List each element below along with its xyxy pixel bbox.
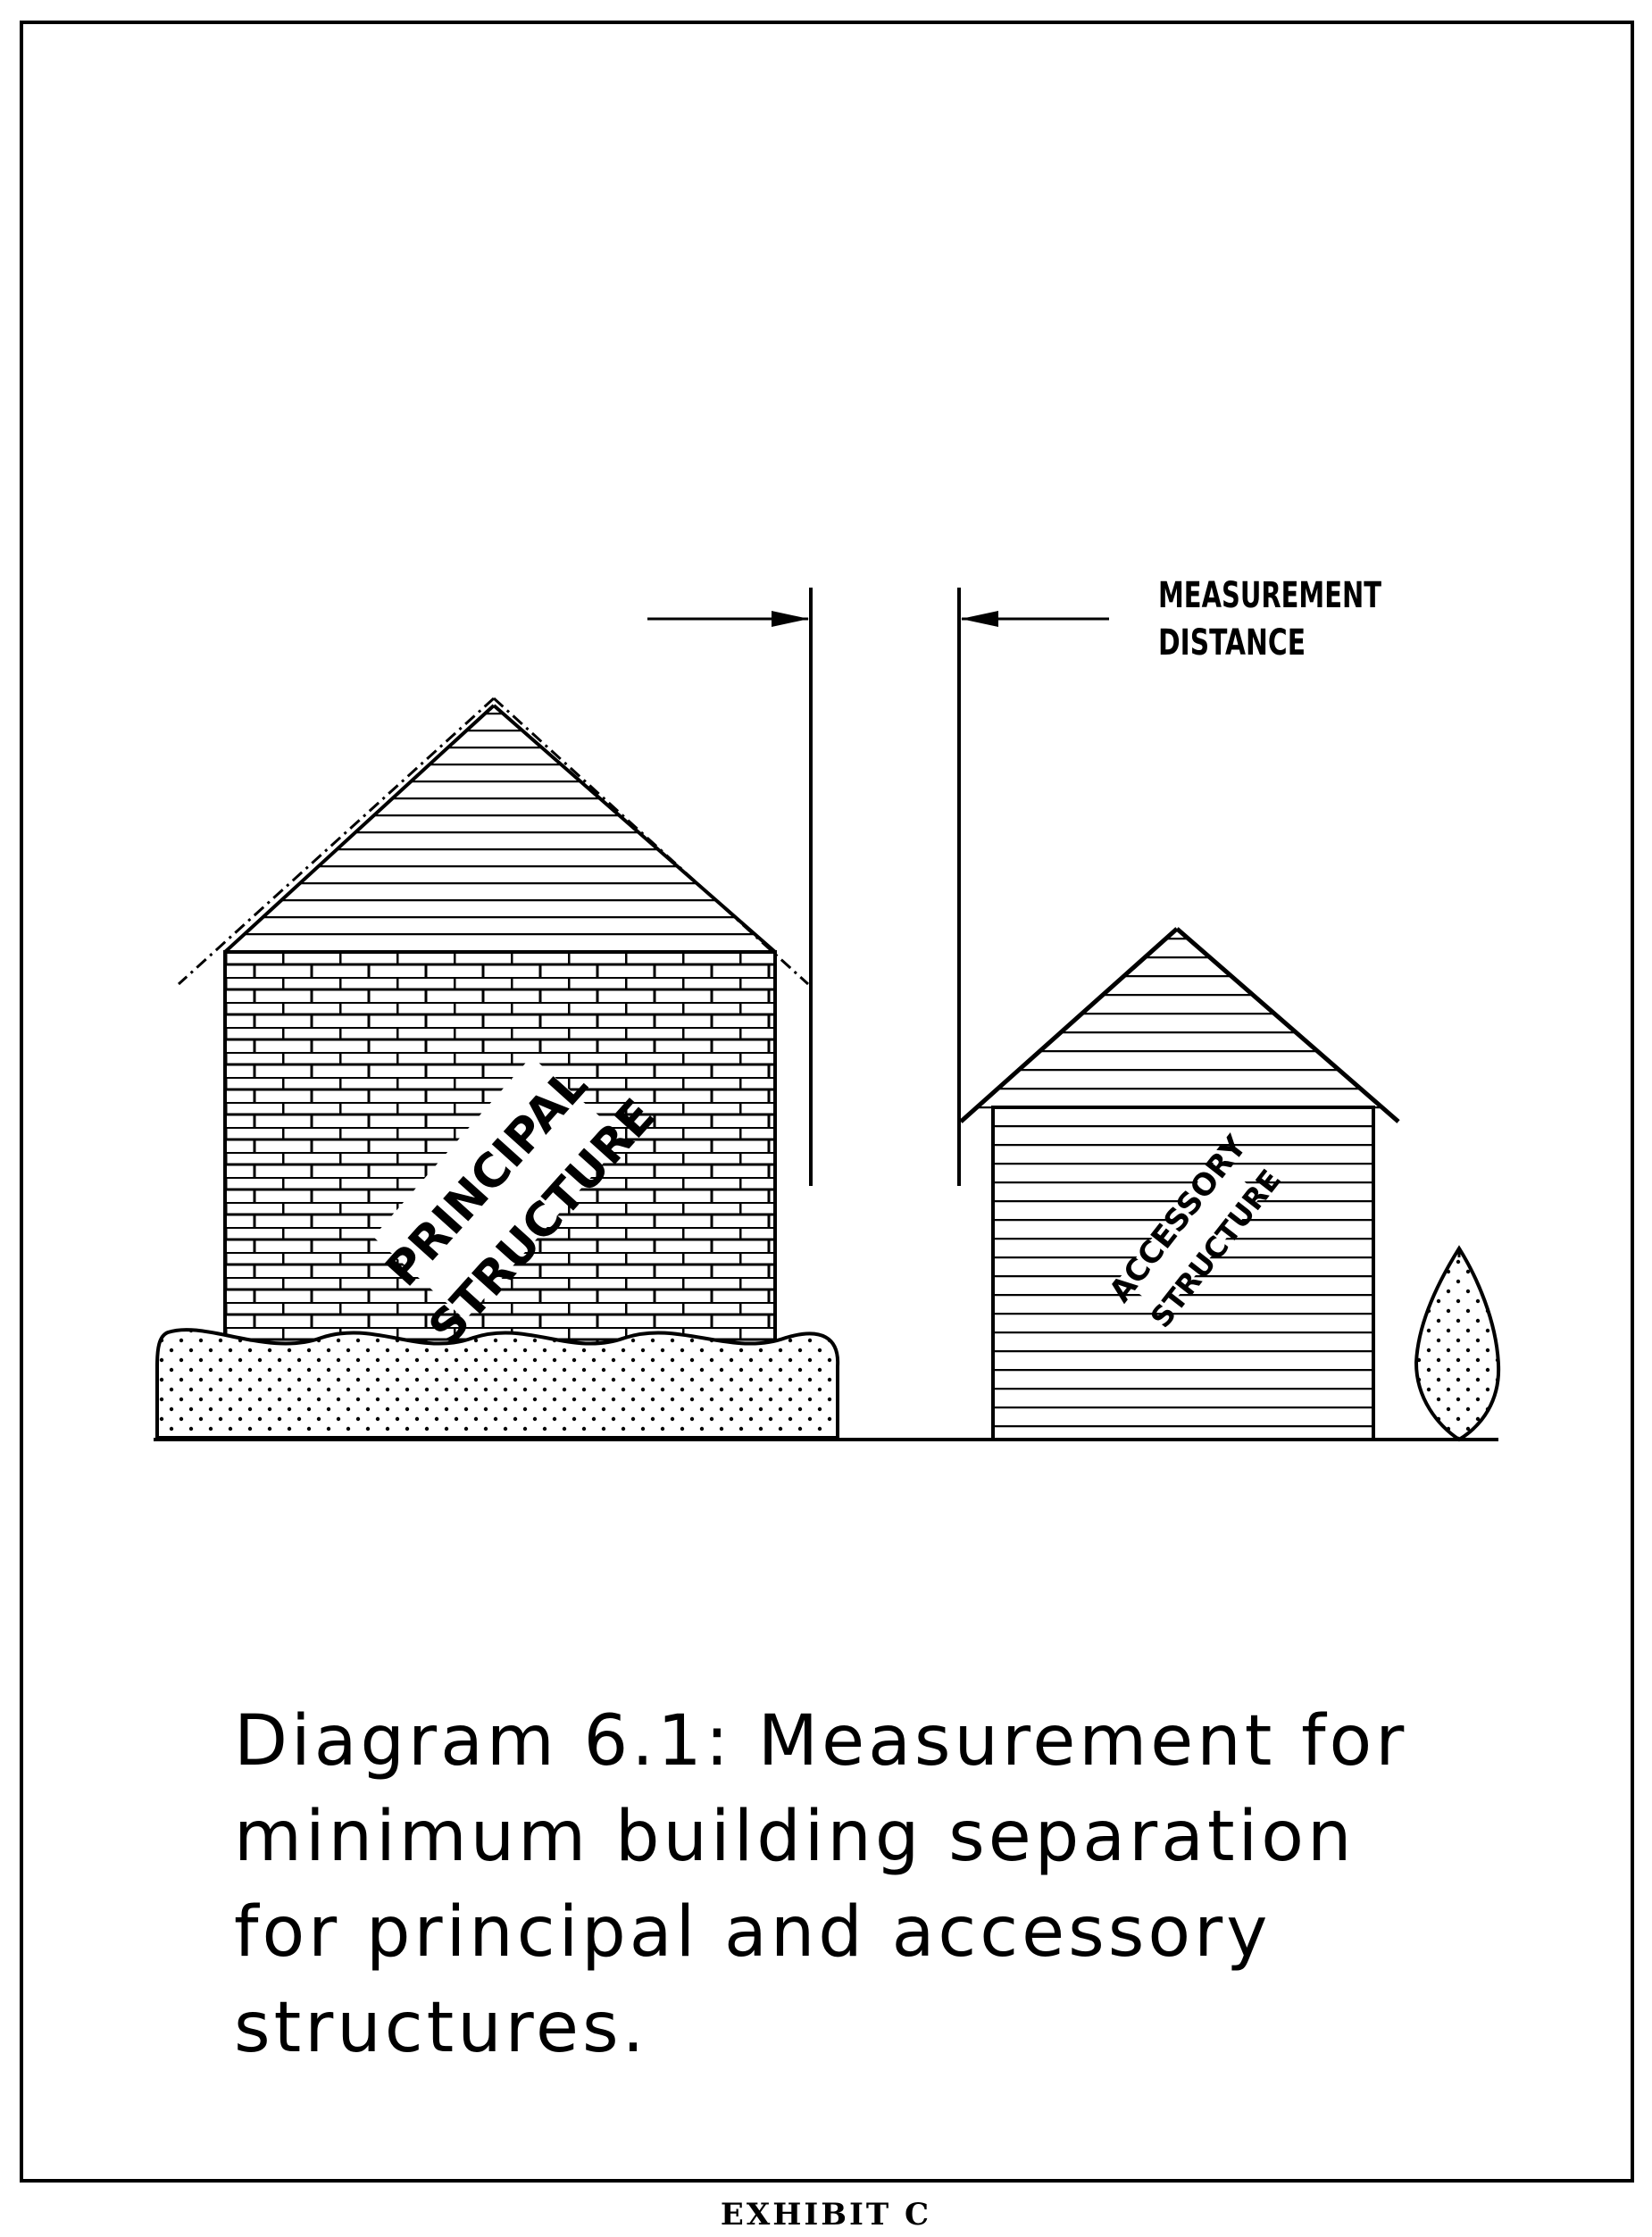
accessory-label-panel <box>1119 1157 1261 1313</box>
principal-roof <box>225 705 775 952</box>
foundation-shrubs <box>155 1328 840 1440</box>
caption-line-2: minimum building separation <box>234 1797 1355 1877</box>
measurement-label-line2: DISTANCE <box>1158 622 1306 664</box>
accessory-structure: ACCESSORY STRUCTURE <box>959 927 1400 1441</box>
caption-line-1: Diagram 6.1: Measurement for <box>234 1701 1407 1782</box>
right-arrowhead <box>961 611 998 627</box>
page-border <box>20 21 1634 2183</box>
left-arrowhead <box>772 611 809 627</box>
diagram-caption: Diagram 6.1: Measurement for minimum bui… <box>234 1701 1407 2068</box>
principal-label-panel <box>373 1056 625 1320</box>
exhibit-label: EXHIBIT C <box>721 2197 931 2233</box>
small-tree <box>1414 1245 1501 1442</box>
principal-structure: PRINCIPAL STRUCTURE <box>177 697 810 1356</box>
accessory-roof <box>961 929 1398 1122</box>
caption-line-3: for principal and accessory <box>234 1892 1271 1973</box>
measurement-label-line1: MEASUREMENT <box>1158 575 1382 616</box>
measurement-dimension: MEASUREMENT DISTANCE <box>647 575 1382 1186</box>
caption-line-4: structures. <box>234 1988 647 2068</box>
